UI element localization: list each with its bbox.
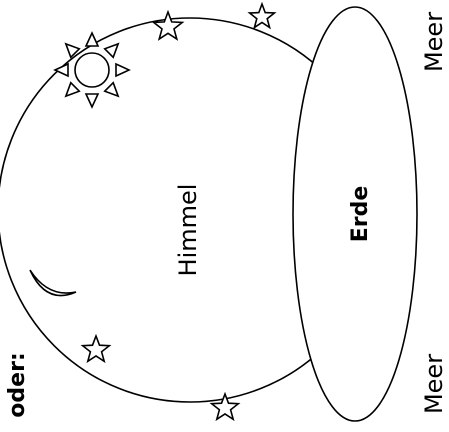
earth-disc	[292, 6, 418, 422]
alternative-label: oder:	[5, 352, 30, 417]
earth-label: Erde	[348, 186, 373, 243]
star-icon	[209, 391, 241, 422]
sea-top-label: Meer	[420, 12, 448, 72]
stars-group	[80, 1, 277, 422]
moon-icon	[29, 269, 77, 297]
star-icon	[151, 9, 185, 41]
sun-icon	[53, 31, 131, 109]
star-icon	[247, 1, 277, 30]
sky-label: Himmel	[174, 184, 202, 277]
star-icon	[80, 333, 112, 364]
sea-bottom-label: Meer	[420, 354, 448, 414]
